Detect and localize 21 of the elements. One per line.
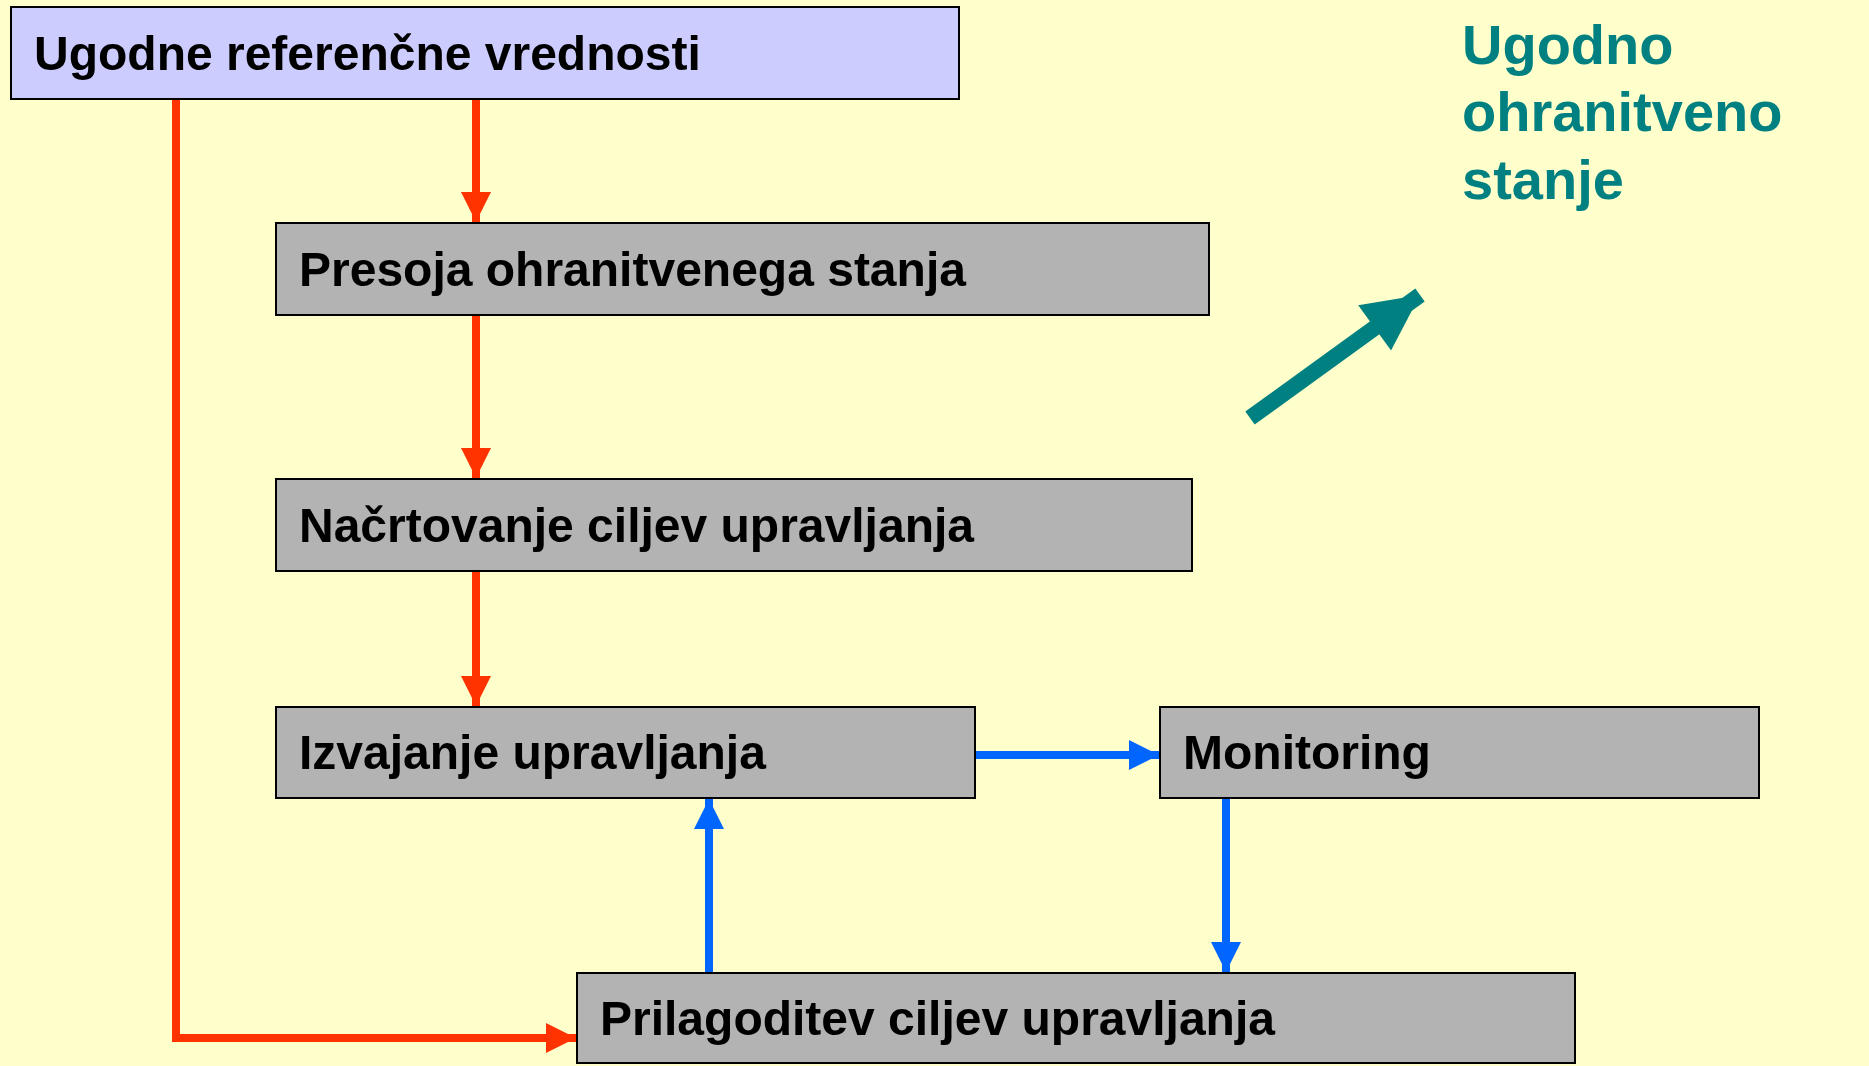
box-label: Presoja ohranitvenega stanja (299, 241, 966, 297)
connector-arrow (461, 572, 491, 706)
connector-arrow (1211, 799, 1241, 972)
process-box (10, 6, 960, 100)
process-box (576, 972, 1576, 1064)
connector-arrow (694, 799, 724, 972)
box-label: Izvajanje upravljanja (299, 725, 766, 780)
process-box (275, 706, 976, 799)
connector-arrow (461, 316, 491, 478)
process-box (275, 478, 1193, 572)
connector-arrow (976, 740, 1159, 770)
goal-label: Ugodno ohranitveno stanje (1462, 12, 1784, 213)
box-label: Ugodne referenčne vrednosti (34, 25, 701, 81)
box-label: Načrtovanje ciljev upravljanja (299, 497, 974, 553)
connector-arrow (172, 100, 576, 1053)
process-box (275, 222, 1210, 316)
process-box (1159, 706, 1760, 799)
connector-arrow (461, 100, 491, 222)
arrow (1245, 288, 1425, 425)
box-label: Prilagoditev ciljev upravljanja (600, 990, 1275, 1046)
box-label: Monitoring (1183, 725, 1431, 780)
